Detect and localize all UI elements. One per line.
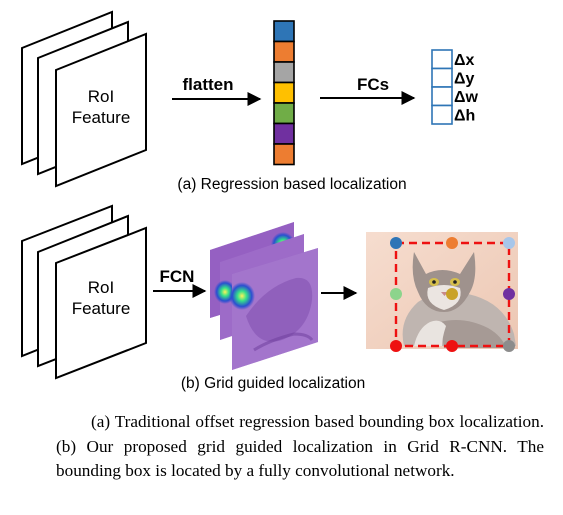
offset-box: [431, 86, 453, 107]
offset-label: Δx: [454, 52, 475, 69]
figure-caption: (a) Traditional offset regression based …: [56, 412, 544, 480]
fcs-label: FCs: [357, 75, 389, 94]
offset-label: Δy: [454, 71, 475, 88]
vector-cell: [273, 122, 295, 145]
panel-b: RoI Feature FCN: [21, 204, 518, 392]
fcn-label: FCN: [160, 267, 195, 286]
grid-point: [446, 340, 458, 352]
roi-feature-stack-b: RoI Feature: [21, 204, 147, 380]
grid-point: [390, 237, 402, 249]
grid-point: [390, 340, 402, 352]
flatten-label: flatten: [183, 75, 234, 94]
subcaption-a: (a) Regression based localization: [177, 176, 406, 193]
grid-point: [503, 288, 515, 300]
grid-point: [446, 288, 458, 300]
roi-label-b: RoI: [88, 278, 114, 297]
vector-cell: [273, 20, 295, 43]
offset-label: Δh: [454, 108, 475, 125]
cat-image: [366, 232, 518, 349]
subcaption-b: (b) Grid guided localization: [181, 375, 365, 392]
vector-cell: [273, 102, 295, 125]
offset-box: [431, 49, 453, 70]
roi-feature-stack-a: RoI Feature: [21, 10, 147, 188]
flattened-feature-vector: [273, 20, 295, 166]
offset-box: [431, 104, 453, 125]
vector-cell: [273, 40, 295, 63]
vector-cell: [273, 61, 295, 84]
heatmap-3: [229, 248, 318, 370]
offset-label: Δw: [454, 89, 479, 106]
grid-point: [446, 237, 458, 249]
feature-label-a: Feature: [72, 108, 131, 127]
offset-box: [431, 67, 453, 88]
grid-point: [503, 340, 515, 352]
roi-label-a: RoI: [88, 87, 114, 106]
grid-points: [390, 237, 515, 352]
heatmap-stack: [210, 222, 318, 370]
grid-point: [503, 237, 515, 249]
vector-cell: [273, 81, 295, 104]
vector-cell: [273, 143, 295, 166]
feature-label-b: Feature: [72, 299, 131, 318]
grid-point: [390, 288, 402, 300]
